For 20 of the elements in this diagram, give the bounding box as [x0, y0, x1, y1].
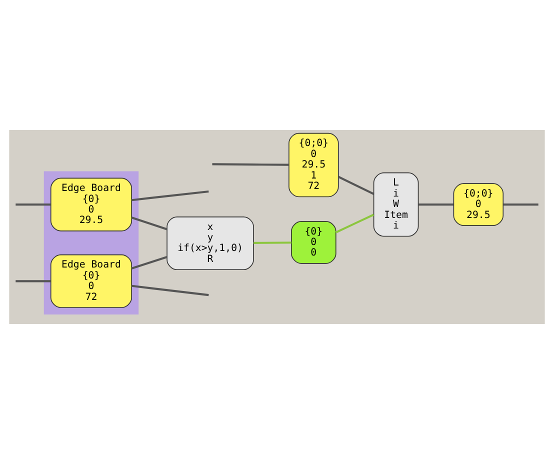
node-box: Edge Board {0} 0 72: [50, 254, 132, 308]
connector: [131, 256, 168, 269]
connector: [212, 162, 289, 166]
connector: [131, 216, 168, 230]
connector: [132, 284, 209, 296]
node-box: L i W Item i: [373, 172, 419, 236]
node-box: {0;0} 0 29.5 1 72: [288, 132, 339, 197]
node-box: {0;0} 0 29.5: [453, 182, 504, 226]
connector: [338, 175, 374, 194]
node-box: x y if(x>y,1,0) R: [166, 216, 254, 270]
connector: [254, 241, 292, 244]
connector: [16, 280, 51, 282]
node-box: {0} 0 0: [291, 220, 336, 264]
connector: [418, 203, 454, 206]
connector: [503, 203, 538, 206]
connector: [335, 213, 374, 233]
connector: [16, 203, 51, 206]
connector: [132, 190, 209, 201]
cluster: [44, 170, 139, 314]
node-box: Edge Board {0} 0 29.5: [50, 177, 132, 231]
